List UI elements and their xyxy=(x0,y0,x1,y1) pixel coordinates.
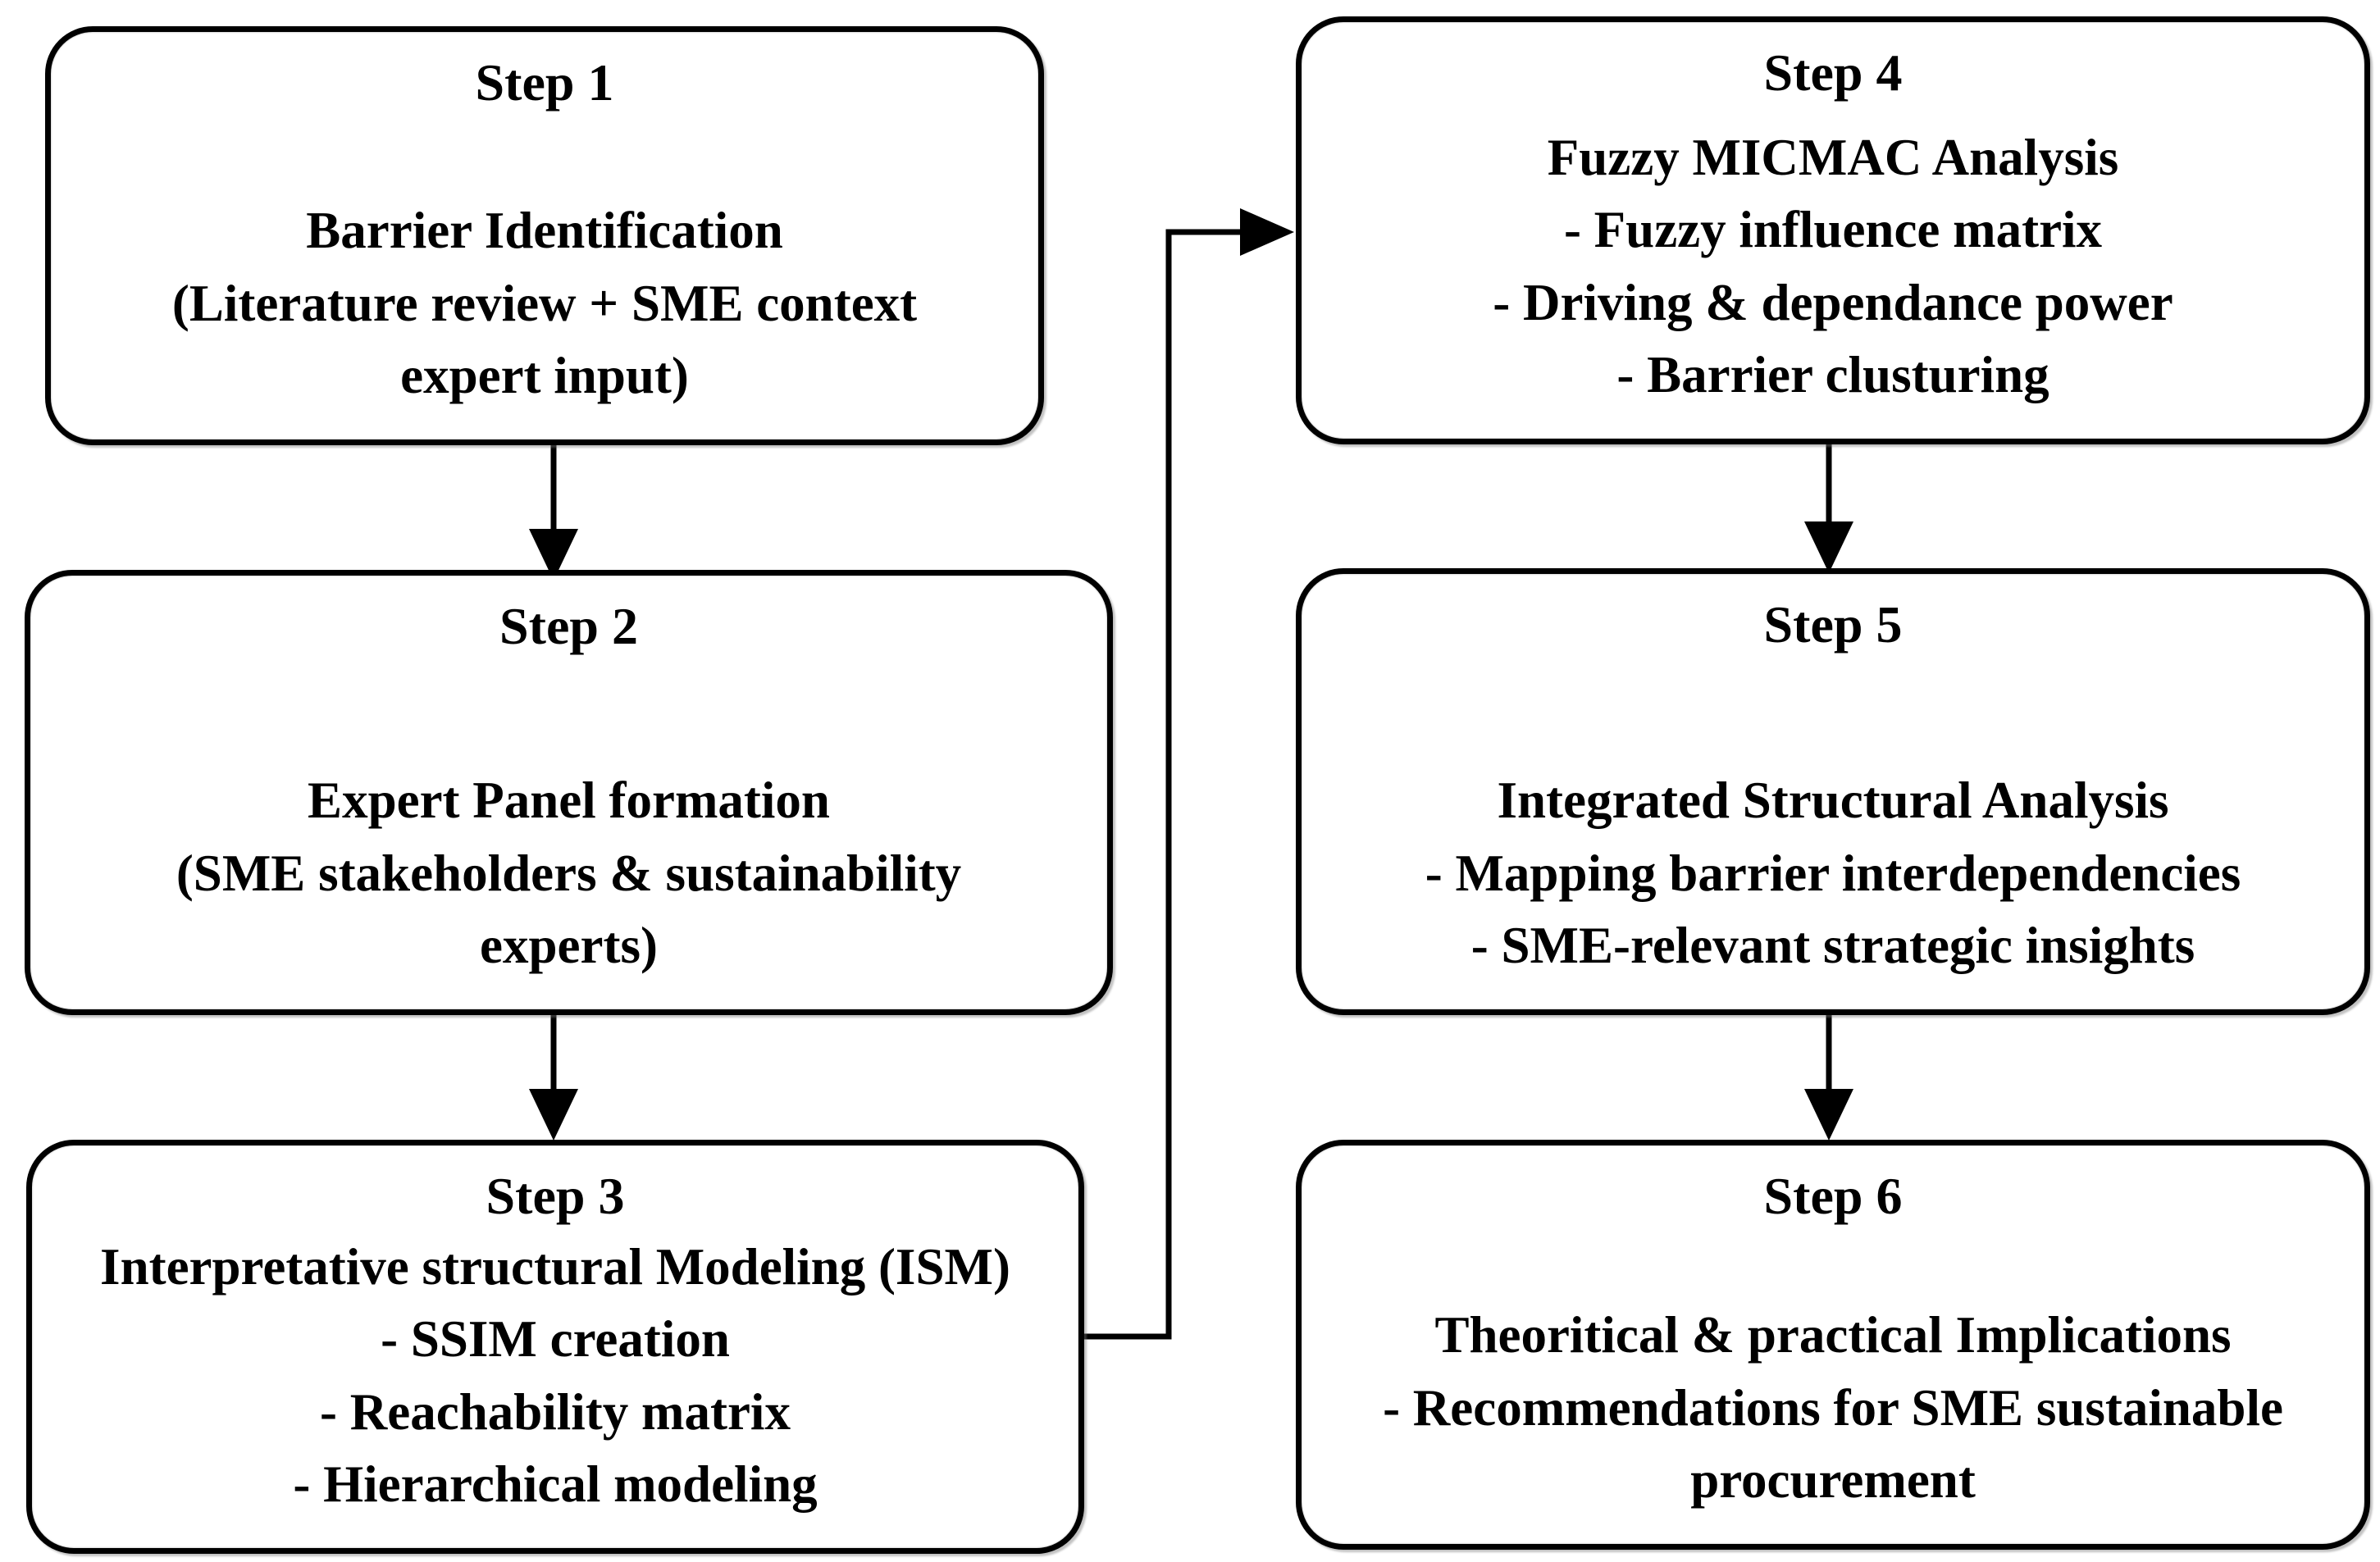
arrow-step2-to-step3 xyxy=(529,1015,578,1141)
step-6-line: procurement xyxy=(1690,1450,1976,1509)
step-4-line: - Fuzzy influence matrix xyxy=(1563,201,2103,259)
step-5-line: Integrated Structural Analysis xyxy=(1497,772,2169,830)
arrow-step1-to-step2 xyxy=(529,445,578,581)
step-5-line: - Mapping barrier interdependencies xyxy=(1425,844,2241,902)
step-1-line: Barrier Identification xyxy=(306,202,783,260)
step-1-line: (Literature review + SME context xyxy=(171,274,918,332)
step-6-line: - Recommendations for SME sustainable xyxy=(1383,1378,2283,1437)
step-3-line: Interpretative structural Modeling (ISM) xyxy=(100,1238,1010,1296)
step-5-title: Step 5 xyxy=(1763,595,1903,653)
step-4-line: Fuzzy MICMAC Analysis xyxy=(1547,129,2119,187)
step-4-line: - Driving & dependance power xyxy=(1493,273,2173,331)
step-2-line: Expert Panel formation xyxy=(308,772,830,830)
step-5-body: Integrated Structural Analysis - Mapping… xyxy=(1302,764,2364,1009)
step-4-body: Fuzzy MICMAC Analysis - Fuzzy influence … xyxy=(1302,121,2364,439)
step-1-body: Barrier Identification (Literature revie… xyxy=(51,194,1038,439)
arrow-step3-to-step4 xyxy=(1084,208,1294,1340)
step-1-box: Step 1 Barrier Identification (Literatur… xyxy=(45,26,1044,445)
step-1-title: Step 1 xyxy=(475,53,614,112)
step-5-line: - SME-relevant strategic insights xyxy=(1470,916,2195,974)
step-3-line: - Reachability matrix xyxy=(320,1382,791,1441)
step-4-box: Step 4 Fuzzy MICMAC Analysis - Fuzzy inf… xyxy=(1296,16,2370,444)
step-4-title: Step 4 xyxy=(1763,43,1903,102)
step-2-line: (SME stakeholders & sustainability xyxy=(176,844,962,902)
step-5-box: Step 5 Integrated Structural Analysis - … xyxy=(1296,568,2370,1015)
step-3-body: Interpretative structural Modeling (ISM)… xyxy=(32,1231,1078,1548)
step-6-body: Theoritical & practical Implications - R… xyxy=(1302,1299,2364,1544)
step-3-line: - Hierarchical modeling xyxy=(293,1455,818,1513)
step-6-box: Step 6 Theoritical & practical Implicati… xyxy=(1296,1140,2370,1550)
step-2-box: Step 2 Expert Panel formation (SME stake… xyxy=(25,570,1113,1015)
step-6-title: Step 6 xyxy=(1763,1167,1903,1225)
step-3-line: - SSIM creation xyxy=(381,1310,730,1368)
arrow-step5-to-step6 xyxy=(1804,1015,1853,1141)
step-2-line: experts) xyxy=(480,916,658,974)
arrow-step4-to-step5 xyxy=(1804,444,1853,573)
step-2-body: Expert Panel formation (SME stakeholders… xyxy=(30,764,1107,1009)
step-4-line: - Barrier clusturing xyxy=(1616,345,2049,403)
step-3-title: Step 3 xyxy=(486,1167,625,1225)
step-1-line: expert input) xyxy=(400,346,689,404)
step-6-line: Theoritical & practical Implications xyxy=(1434,1306,2232,1364)
step-3-box: Step 3 Interpretative structural Modelin… xyxy=(26,1140,1084,1554)
step-2-title: Step 2 xyxy=(499,597,638,655)
